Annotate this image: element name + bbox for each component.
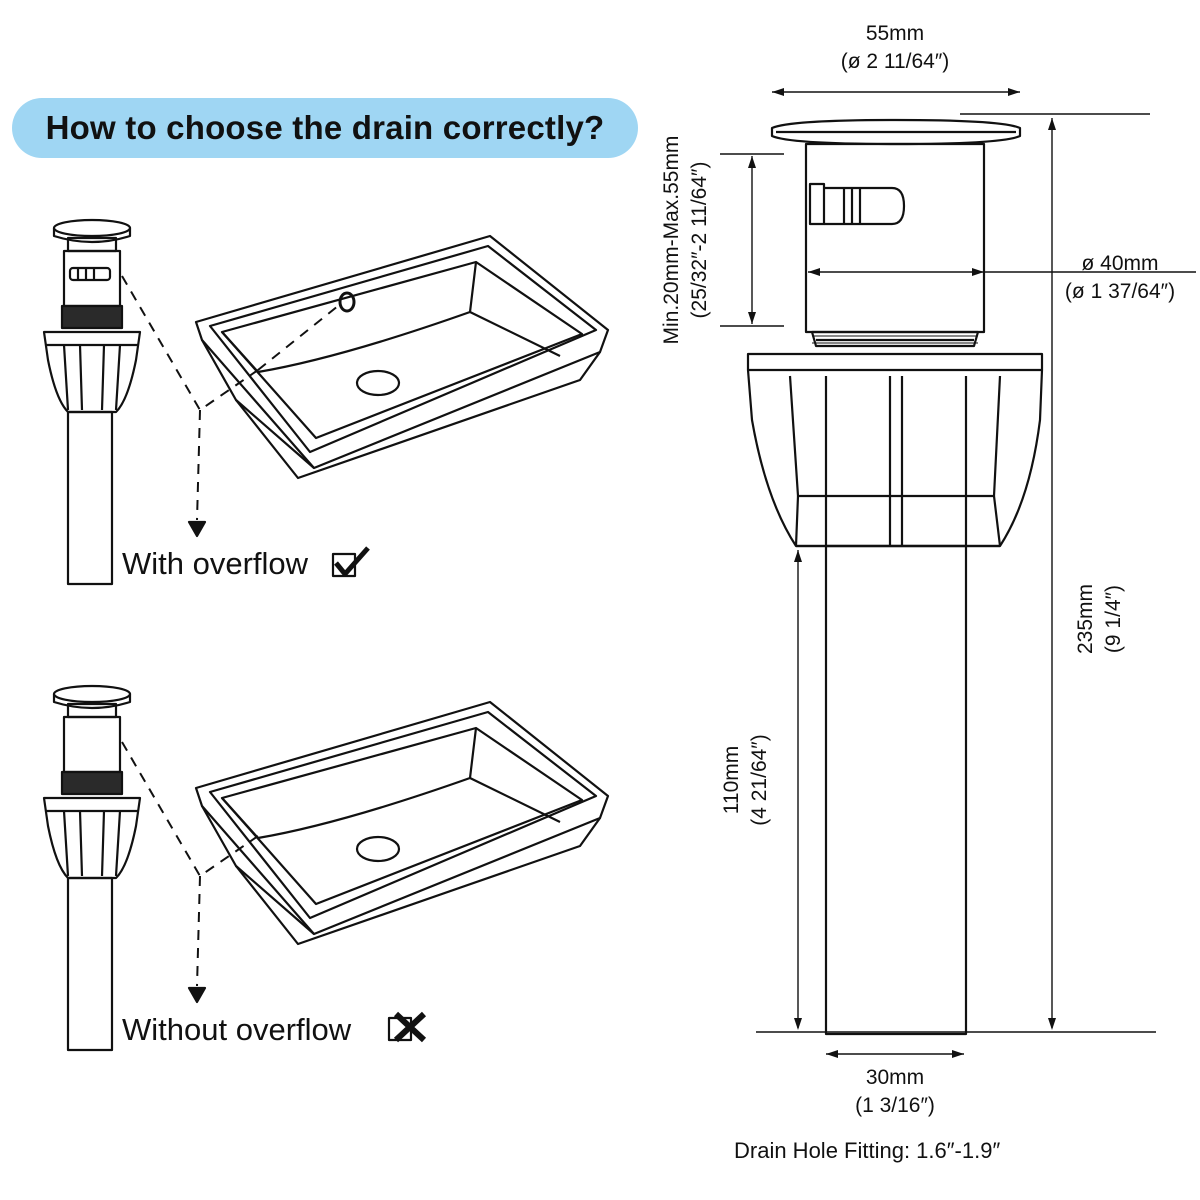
dim-top-diameter: 55mm (ø 2 11/64″): [780, 20, 1010, 76]
dim-pipe-diameter: 30mm (1 3/16″): [800, 1064, 990, 1120]
dim-pipe-length: 110mm (4 21/64″): [718, 710, 774, 850]
dim-pipe-diameter-metric: 30mm: [865, 1066, 925, 1089]
dim-top-diameter-metric: 55mm: [865, 22, 925, 45]
arrow-down-icon: [187, 986, 207, 1004]
dim-adjust-range-metric: Min.20mm-Max.55mm: [660, 135, 683, 345]
dim-total-height: 235mm (9 1/4″): [1072, 549, 1128, 689]
dim-adjust-range-imperial: (25/32″-2 11/64″): [688, 161, 711, 319]
dim-pipe-length-imperial: (4 21/64″): [748, 734, 771, 826]
connector-dashes-2: [121, 741, 259, 987]
cross-icon: [393, 1011, 427, 1043]
dim-pipe-length-metric: 110mm: [720, 745, 743, 815]
dim-total-height-imperial: (9 1/4″): [1102, 584, 1125, 654]
dim-body-diameter-metric: ø 40mm: [1081, 252, 1159, 275]
dim-total-height-metric: 235mm: [1074, 583, 1097, 655]
dim-pipe-diameter-imperial: (1 3/16″): [855, 1094, 935, 1117]
dim-adjust-range: Min.20mm-Max.55mm (25/32″-2 11/64″): [658, 90, 714, 390]
drain-hole-fitting-note: Drain Hole Fitting: 1.6″-1.9″: [734, 1138, 1001, 1163]
sink-without-overflow: [194, 700, 610, 946]
page-title: How to choose the drain correctly?: [45, 109, 605, 146]
check-icon: [334, 546, 370, 577]
small-drain-without-overflow: [42, 684, 142, 1052]
dimension-lines: [720, 91, 1196, 1055]
dim-top-diameter-imperial: (ø 2 11/64″): [840, 50, 950, 73]
small-drain-with-overflow: [42, 218, 142, 586]
sink-with-overflow: [194, 234, 610, 480]
dim-body-diameter-imperial: (ø 1 37/64″): [1064, 280, 1176, 303]
large-drain-dimensioned: [746, 118, 1044, 1036]
dim-body-diameter: ø 40mm (ø 1 37/64″): [1040, 250, 1200, 306]
option-with-overflow-label: With overflow: [122, 546, 309, 581]
option-without-overflow-label: Without overflow: [122, 1012, 352, 1047]
title-banner: [12, 98, 638, 158]
arrow-down-icon: [187, 520, 207, 538]
dimension-arrows: [748, 88, 1056, 1058]
